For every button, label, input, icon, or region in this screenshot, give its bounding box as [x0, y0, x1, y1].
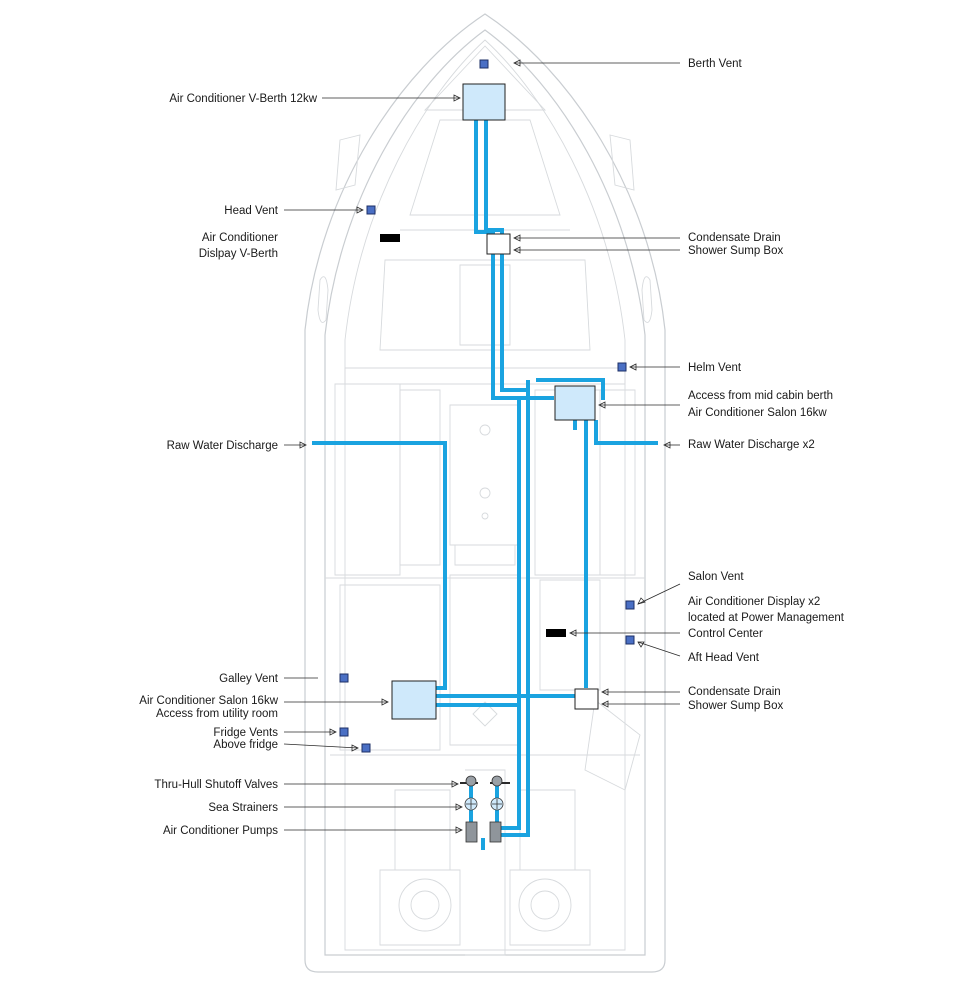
label-condensate-drain-aft: Condensate Drain	[688, 686, 781, 698]
above-fridge-vent-icon	[361, 743, 371, 753]
sea-strainer-icons	[464, 797, 504, 811]
head-vent-icon	[366, 205, 376, 215]
salon-vent-icon	[625, 600, 635, 610]
helm-vent-icon	[617, 362, 627, 372]
sump-box-aft	[574, 688, 599, 710]
leader-lines	[283, 59, 681, 834]
thru-hull-valve-icons	[460, 775, 510, 787]
ac-display-vberth-icon	[380, 234, 400, 242]
label-ac-display-vberth-line1: Air Conditioner	[202, 232, 278, 244]
label-head-vent: Head Vent	[224, 205, 279, 217]
label-salon-vent: Salon Vent	[688, 571, 744, 583]
sump-box-fwd	[486, 233, 511, 255]
label-ac-salon-fwd: Air Conditioner Salon 16kw	[688, 407, 827, 419]
label-ac-salon-aft-line2: Access from utility room	[156, 708, 278, 720]
ac-pump-icons	[465, 821, 502, 843]
label-ac-display-x2-line1: Air Conditioner Display x2	[688, 596, 820, 608]
label-helm-vent: Helm Vent	[688, 362, 742, 374]
aft-head-vent-icon	[625, 635, 635, 645]
label-raw-water-discharge-x2: Raw Water Discharge x2	[688, 439, 815, 451]
fridge-vent-icon	[339, 727, 349, 737]
ac-unit-salon-aft	[391, 680, 437, 720]
label-ac-pumps: Air Conditioner Pumps	[163, 825, 278, 837]
ac-display-salon-icon	[546, 629, 566, 637]
label-galley-vent: Galley Vent	[219, 673, 279, 685]
label-ac-salon-aft-line1: Air Conditioner Salon 16kw	[139, 695, 278, 707]
label-aft-head-vent: Aft Head Vent	[688, 652, 760, 664]
label-berth-vent: Berth Vent	[688, 58, 743, 70]
label-fridge-vents: Fridge Vents	[213, 727, 278, 739]
galley-vent-icon	[339, 673, 349, 683]
label-raw-water-discharge: Raw Water Discharge	[167, 440, 278, 452]
label-shower-sump-fwd: Shower Sump Box	[688, 245, 783, 257]
label-thru-hull: Thru-Hull Shutoff Valves	[154, 779, 278, 791]
label-access-mid-cabin: Access from mid cabin berth	[688, 390, 833, 402]
ac-unit-salon-fwd	[554, 385, 596, 421]
label-ac-display-x2-line2: located at Power Management	[688, 612, 845, 624]
label-ac-display-vberth-line2: Dislpay V-Berth	[199, 248, 278, 260]
label-condensate-drain-fwd: Condensate Drain	[688, 232, 781, 244]
label-above-fridge: Above fridge	[213, 739, 278, 751]
label-ac-vberth: Air Conditioner V-Berth 12kw	[169, 93, 317, 105]
label-shower-sump-aft: Shower Sump Box	[688, 700, 783, 712]
label-ac-display-x2-line3: Control Center	[688, 628, 763, 640]
hull-outline	[304, 13, 666, 973]
label-sea-strainers: Sea Strainers	[208, 802, 278, 814]
ac-unit-vberth	[462, 83, 506, 121]
berth-vent-icon	[479, 59, 489, 69]
pipes	[312, 120, 658, 850]
